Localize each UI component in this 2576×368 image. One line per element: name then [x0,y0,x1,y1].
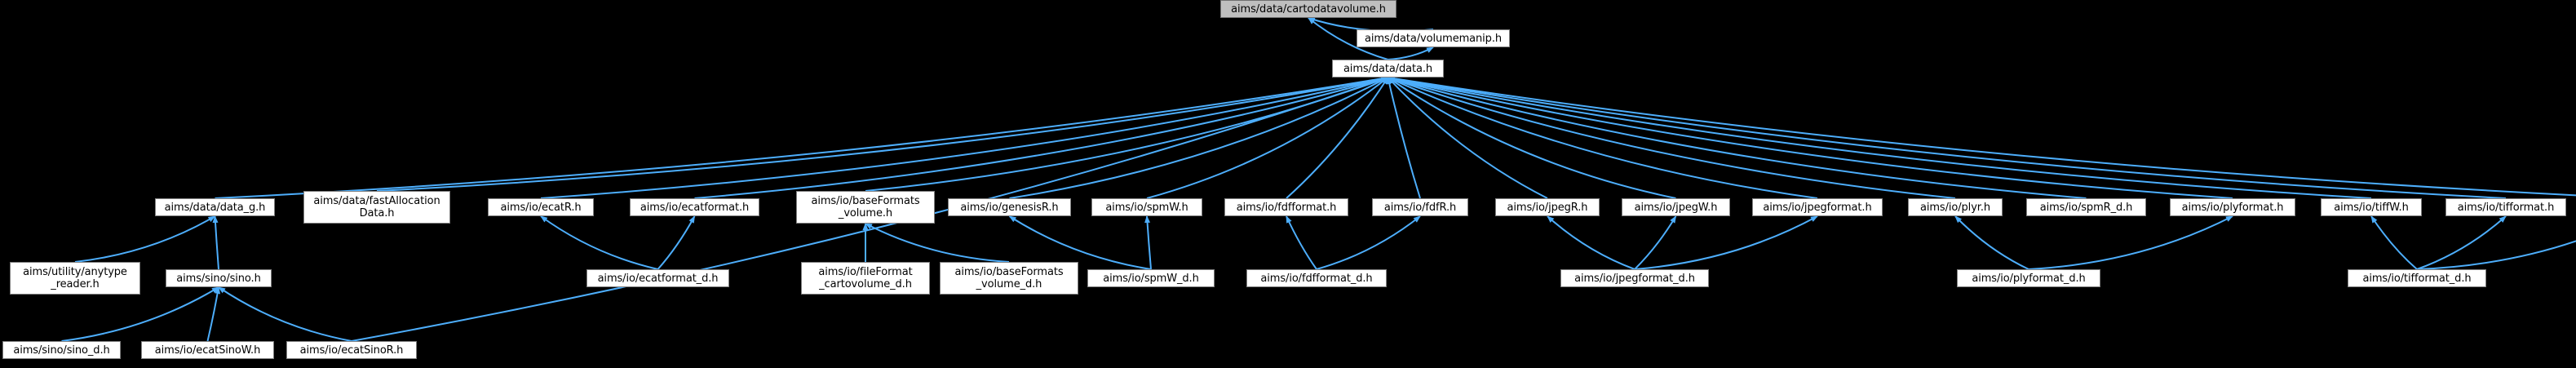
graph-edge-sino-to-data_g [215,216,219,269]
graph-node-jpegformat[interactable]: aims/io/jpegformat.h [1752,198,1883,216]
graph-edge-jpegformat_d-to-jpegR [1547,216,1635,269]
graph-node-plyformat_d[interactable]: aims/io/plyformat_d.h [1957,269,2100,287]
graph-node-ecatR[interactable]: aims/io/ecatR.h [488,198,594,216]
graph-node-data_g[interactable]: aims/data/data_g.h [155,198,275,216]
graph-edge-data_g-to-data [215,78,1388,198]
graph-edge-plyformat_d-to-plyr [1955,216,2029,269]
graph-edge-tiffR-to-data [1388,78,2576,198]
graph-edge-data-to-volumemanip [1388,47,1434,60]
graph-node-data[interactable]: aims/data/data.h [1332,60,1444,78]
graph-node-fdfR[interactable]: aims/io/fdfR.h [1372,198,1468,216]
graph-node-plyformat[interactable]: aims/io/plyformat.h [2170,198,2295,216]
graph-node-genesisR[interactable]: aims/io/genesisR.h [948,198,1071,216]
graph-edge-tifformat_d-to-tiffW [2371,216,2417,269]
graph-node-fileFormat_cartovolume_d[interactable]: aims/io/fileFormat _cartovolume_d.h [801,262,930,295]
graph-edge-fdfformat_d-to-fdfformat [1286,216,1317,269]
graph-edge-tifformat-to-data [1388,78,2507,198]
graph-node-jpegformat_d[interactable]: aims/io/jpegformat_d.h [1560,269,1709,287]
graph-node-baseFormats_volume[interactable]: aims/io/baseFormats _volume.h [796,191,935,224]
graph-edge-jpegformat_d-to-jpegW [1635,216,1676,269]
graph-node-tifformat[interactable]: aims/io/tifformat.h [2445,198,2566,216]
graph-node-ecatformat_d[interactable]: aims/io/ecatformat_d.h [586,269,729,287]
graph-edge-jpegformat_d-to-jpegformat [1635,216,1817,269]
graph-node-baseFormats_volume_d[interactable]: aims/io/baseFormats _volume_d.h [940,262,1078,295]
graph-edge-baseFormats_volume_d-to-baseFormats_volume [865,224,1009,262]
graph-node-spmW[interactable]: aims/io/spmW.h [1091,198,1202,216]
graph-node-tifformat_d[interactable]: aims/io/tifformat_d.h [2348,269,2486,287]
graph-node-ecatformat[interactable]: aims/io/ecatformat.h [630,198,759,216]
graph-node-volumemanip[interactable]: aims/data/volumemanip.h [1357,29,1510,47]
graph-node-anytype_reader[interactable]: aims/utility/anytype _reader.h [10,262,140,295]
graph-edge-fastAllocationData-to-data [377,78,1388,191]
graph-edge-ecatSinoW-to-sino [208,287,219,341]
graph-node-fdfformat_d[interactable]: aims/io/fdfformat_d.h [1246,269,1387,287]
graph-node-cartodatavolume[interactable]: aims/data/cartodatavolume.h [1220,0,1396,18]
graph-node-jpegR[interactable]: aims/io/jpegR.h [1495,198,1600,216]
graph-edge-sino_d-to-sino [62,287,219,341]
graph-node-jpegW[interactable]: aims/io/jpegW.h [1622,198,1730,216]
graph-edge-ecatformat_d-to-ecatR [541,216,658,269]
graph-node-ecatSinoR[interactable]: aims/io/ecatSinoR.h [286,341,417,359]
graph-edge-spmW_d-to-spmW [1147,216,1151,269]
graph-edge-ecatSinoR-to-sino [219,287,352,341]
graph-edge-ecatformat_d-to-ecatformat [658,216,695,269]
graph-node-plyr[interactable]: aims/io/plyr.h [1908,198,2003,216]
graph-node-tiffW[interactable]: aims/io/tiffW.h [2321,198,2422,216]
graph-edge-plyformat_d-to-plyformat [2029,216,2233,269]
graph-node-spmR_d[interactable]: aims/io/spmR_d.h [2026,198,2146,216]
graph-edge-fdfformat_d-to-fdfR [1317,216,1420,269]
graph-node-fdfformat[interactable]: aims/io/fdfformat.h [1224,198,1348,216]
graph-node-fastAllocationData[interactable]: aims/data/fastAllocation Data.h [303,191,450,224]
graph-node-sino[interactable]: aims/sino/sino.h [166,269,272,287]
graph-node-spmW_d[interactable]: aims/io/spmW_d.h [1087,269,1215,287]
graph-edge-anytype_reader-to-data_g [75,216,215,262]
graph-node-ecatSinoW[interactable]: aims/io/ecatSinoW.h [141,341,274,359]
graph-node-sino_d[interactable]: aims/sino/sino_d.h [2,341,121,359]
